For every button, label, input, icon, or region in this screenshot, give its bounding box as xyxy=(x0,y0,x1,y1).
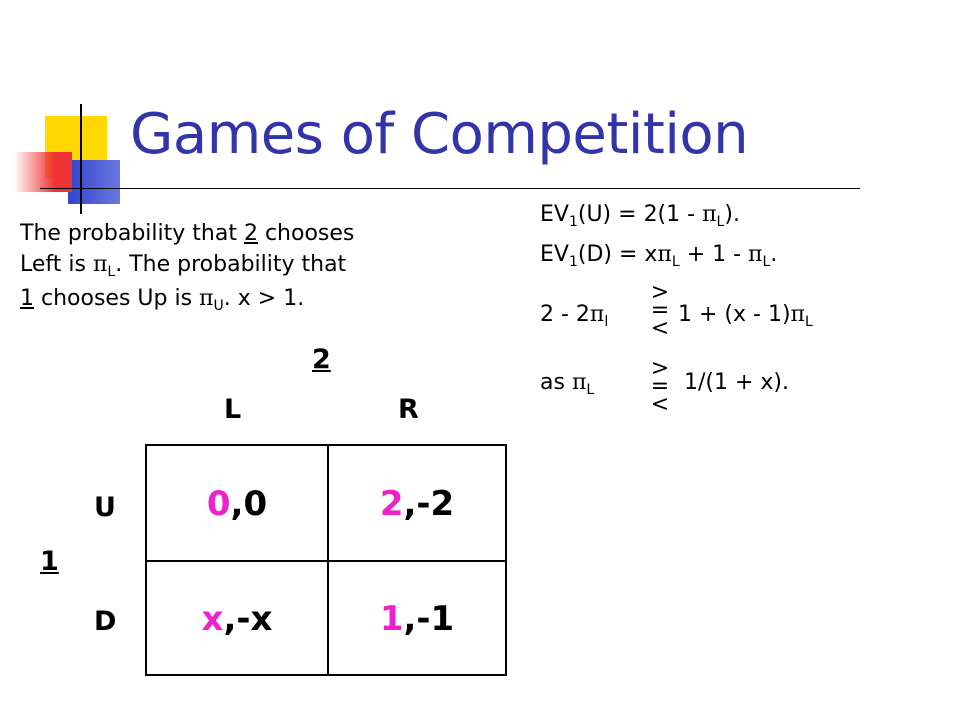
pi-symbol: π xyxy=(199,286,214,311)
deco-blue-square xyxy=(68,160,120,204)
subscript: l xyxy=(604,314,609,330)
equals-symbol: = xyxy=(650,298,670,323)
eq-text: 1/(1 + x). xyxy=(684,370,790,395)
subscript: U xyxy=(213,298,224,314)
eq-text: 2 - 2 xyxy=(540,302,590,327)
subscript: 1 xyxy=(568,254,578,270)
description-line-3: 1 chooses Up is πU. x > 1. xyxy=(20,283,354,317)
ev-up-equation: EV1(U) = 2(1 - πL). xyxy=(540,202,740,230)
less-than-symbol: < xyxy=(650,316,670,341)
deco-red-square xyxy=(14,152,72,192)
player-1-payoff: 1 xyxy=(379,598,404,639)
payoff-cell-down-right: 1,-1 xyxy=(327,561,507,676)
pi-symbol: π xyxy=(589,302,605,327)
player-2-payoff: ,-2 xyxy=(403,483,455,524)
payoff-cell-down-left: x,-x xyxy=(147,561,327,676)
eq-text: ). xyxy=(724,202,740,227)
player-2-payoff: ,-1 xyxy=(403,598,455,639)
condition-right: 1/(1 + x). xyxy=(684,370,789,395)
eq-text: (U) = 2(1 - xyxy=(577,202,703,227)
greater-than-symbol: > xyxy=(650,356,670,381)
equals-symbol: = xyxy=(650,374,670,399)
player-2-ref: 2 xyxy=(243,221,258,246)
description-line-2: Left is πL. The probability that xyxy=(20,249,354,283)
deco-horizontal-line xyxy=(40,188,860,189)
row-label-up: U xyxy=(94,492,116,523)
less-than-symbol: < xyxy=(650,392,670,417)
ev-down-equation: EV1(D) = xπL + 1 - πL. xyxy=(540,242,778,270)
payoff-matrix: 0,0 2,-2 x,-x 1,-1 xyxy=(145,444,507,676)
subscript: 1 xyxy=(568,214,578,230)
subscript: L xyxy=(586,382,595,398)
row-label-down: D xyxy=(94,606,117,637)
pi-symbol: π xyxy=(571,370,587,395)
description-text: chooses xyxy=(257,221,355,246)
greater-than-symbol: > xyxy=(650,280,670,305)
eq-text: EV xyxy=(540,242,569,267)
inequality-right: 1 + (x - 1)πL xyxy=(678,302,813,330)
pi-symbol: π xyxy=(748,242,763,267)
column-label-left: L xyxy=(224,394,242,425)
eq-text: + 1 - xyxy=(679,242,749,267)
player-2-payoff: ,0 xyxy=(230,483,268,524)
description-text: The probability that xyxy=(20,221,244,246)
pi-symbol: π xyxy=(92,252,108,277)
payoff-cell-up-right: 2,-2 xyxy=(327,446,507,561)
inequality-left: 2 - 2πl xyxy=(540,302,609,330)
row-player-label: 1 xyxy=(40,546,59,577)
player-1-payoff: 2 xyxy=(379,483,404,524)
player-1-ref: 1 xyxy=(20,286,34,311)
pi-symbol: π xyxy=(657,242,672,267)
compare-symbol-stack: > = < xyxy=(650,280,670,341)
condition-left: as πL xyxy=(540,370,595,398)
slide-title: Games of Competition xyxy=(130,102,749,167)
column-label-right: R xyxy=(398,394,419,425)
matrix-horizontal-divider xyxy=(147,560,505,562)
deco-vertical-line xyxy=(80,104,82,214)
description-text: . The probability that xyxy=(115,252,347,277)
description-line-1: The probability that 2 chooses xyxy=(20,218,354,249)
eq-text: as xyxy=(540,370,572,395)
pi-symbol: π xyxy=(702,202,717,227)
subscript: L xyxy=(762,254,771,270)
description-text: Left is xyxy=(20,252,93,277)
payoff-cell-up-left: 0,0 xyxy=(147,446,327,561)
player-2-payoff: ,-x xyxy=(223,598,273,639)
eq-text: . xyxy=(770,242,778,267)
eq-text: 1 + (x - 1) xyxy=(678,302,791,327)
subscript: L xyxy=(805,314,813,330)
player-1-payoff: x xyxy=(201,598,224,639)
pi-symbol: π xyxy=(790,302,805,327)
description-text: . x > 1. xyxy=(223,286,305,311)
description-text: chooses Up is xyxy=(34,286,200,311)
column-player-label: 2 xyxy=(312,344,331,375)
description-paragraph: The probability that 2 chooses Left is π… xyxy=(20,218,354,317)
eq-text: EV xyxy=(540,202,569,227)
compare-symbol-stack: > = < xyxy=(650,356,670,417)
eq-text: (D) = x xyxy=(577,242,658,267)
subscript: L xyxy=(671,254,680,270)
subscript: L xyxy=(716,214,725,230)
player-1-payoff: 0 xyxy=(206,483,231,524)
subscript: L xyxy=(107,264,116,280)
